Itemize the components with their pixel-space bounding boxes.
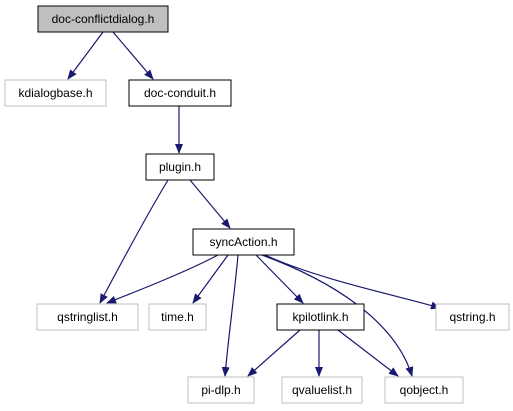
node-qstringlist: qstringlist.h [36,303,139,331]
node-label: qstringlist.h [57,310,118,324]
node-box [4,79,107,107]
node-box [281,376,363,404]
node-syncAction[interactable]: syncAction.h [192,228,295,256]
edge-doc-conflictdialog-to-kdialogbase [67,31,104,80]
node-kpilotlink[interactable]: kpilotlink.h [276,303,365,331]
node-box [187,376,255,404]
node-pi-dlp: pi-dlp.h [187,376,255,404]
node-box [384,376,464,404]
node-box [435,303,510,331]
edge-syncAction-to-kpilotlink [255,254,304,304]
node-label: pi-dlp.h [201,383,240,397]
node-label: doc-conduit.h [144,86,216,100]
node-box [145,153,215,181]
node-label: qobject.h [400,383,449,397]
node-qstring: qstring.h [435,303,510,331]
node-label: qvaluelist.h [292,383,352,397]
node-box [276,303,365,331]
edge-plugin-to-qstringlist [99,179,169,304]
node-label: doc-conflictdialog.h [52,12,155,26]
node-label: plugin.h [159,160,201,174]
edge-syncAction-to-time [192,254,229,304]
node-doc-conflictdialog[interactable]: doc-conflictdialog.h [37,5,169,33]
edge-plugin-to-syncAction [189,179,231,229]
node-time: time.h [148,303,207,331]
node-kdialogbase: kdialogbase.h [4,79,107,107]
edge-kpilotlink-to-qobject [337,329,399,377]
node-plugin[interactable]: plugin.h [145,153,215,181]
node-label: kpilotlink.h [292,310,348,324]
edge-kpilotlink-to-pi-dlp [247,329,301,377]
node-doc-conduit[interactable]: doc-conduit.h [128,79,232,107]
edge-doc-conflictdialog-to-doc-conduit [112,31,154,80]
node-label: kdialogbase.h [18,86,92,100]
node-qobject: qobject.h [384,376,464,404]
edges [67,31,441,377]
node-box [128,79,232,107]
edge-syncAction-to-pi-dlp [221,254,239,377]
node-box [192,228,295,256]
edge-syncAction-to-qstringlist [106,254,219,304]
node-box [36,303,139,331]
node-label: time.h [161,310,194,324]
node-label: qstring.h [449,310,495,324]
node-label: syncAction.h [209,235,277,249]
node-box [148,303,207,331]
nodes: doc-conflictdialog.h kdialogbase.h doc-con… [4,5,510,404]
node-qvaluelist: qvaluelist.h [281,376,363,404]
node-box [37,5,169,33]
edge-syncAction-to-qstring [264,254,441,310]
